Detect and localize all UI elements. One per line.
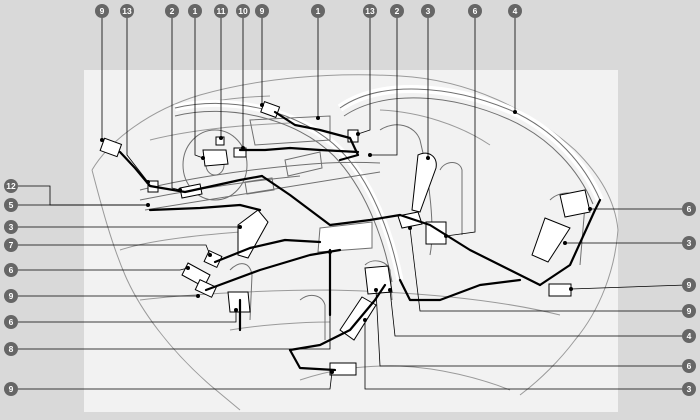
callout-top-4: 4 xyxy=(508,4,522,18)
callout-top-2-left: 2 xyxy=(165,4,179,18)
svg-text:13: 13 xyxy=(122,6,132,16)
svg-text:4: 4 xyxy=(687,331,692,341)
connection-dots xyxy=(100,103,592,374)
callout-top-2-right: 2 xyxy=(390,4,404,18)
callout-right-3-bottom: 3 xyxy=(682,382,696,396)
callout-top-13-right: 13 xyxy=(363,4,377,18)
callout-right-6-lower: 6 xyxy=(682,359,696,373)
svg-text:10: 10 xyxy=(238,6,248,16)
callout-top-1-mid: 1 xyxy=(311,4,325,18)
svg-text:11: 11 xyxy=(217,6,226,16)
front-impact-sensor-left xyxy=(99,137,123,158)
side-airbag-rear xyxy=(531,217,571,263)
svg-text:9: 9 xyxy=(9,291,14,301)
svg-text:9: 9 xyxy=(687,306,692,316)
side-impact-sensor-left xyxy=(194,279,217,298)
svg-text:9: 9 xyxy=(260,6,265,16)
callout-left-6-upper: 6 xyxy=(4,263,18,277)
svg-text:8: 8 xyxy=(9,344,14,354)
svg-text:3: 3 xyxy=(687,384,692,394)
callout-top-6: 6 xyxy=(468,4,482,18)
pretensioner-right xyxy=(425,221,447,245)
svg-text:4: 4 xyxy=(513,6,518,16)
callout-top-11: 11 xyxy=(214,4,228,18)
side-airbag-front xyxy=(237,209,269,259)
pretensioner-rear-center xyxy=(364,265,393,295)
callout-left-12: 12 xyxy=(4,179,18,193)
svg-text:3: 3 xyxy=(9,222,14,232)
callout-right-9-upper: 9 xyxy=(682,278,696,292)
svg-text:1: 1 xyxy=(193,6,198,16)
callout-top-9-mid: 9 xyxy=(255,4,269,18)
callout-left-9-bottom: 9 xyxy=(4,382,18,396)
side-curtain-rail xyxy=(337,85,604,205)
steering-airbag xyxy=(202,149,229,167)
callout-left-9: 9 xyxy=(4,289,18,303)
svg-text:9: 9 xyxy=(9,384,14,394)
callout-right-9-lower: 9 xyxy=(682,304,696,318)
svg-text:3: 3 xyxy=(426,6,431,16)
svg-text:6: 6 xyxy=(9,265,14,275)
cable-reel xyxy=(233,147,247,158)
callout-left-5: 5 xyxy=(4,198,18,212)
svg-text:12: 12 xyxy=(6,181,16,191)
svg-text:6: 6 xyxy=(473,6,478,16)
callout-top-9-left: 9 xyxy=(95,4,109,18)
occupant-sensor xyxy=(347,129,359,143)
callout-top-1-left: 1 xyxy=(188,4,202,18)
svg-text:13: 13 xyxy=(365,6,375,16)
callout-top-13-left: 13 xyxy=(120,4,134,18)
svg-text:9: 9 xyxy=(100,6,105,16)
side-airbag-rear-left xyxy=(339,296,377,341)
svg-text:2: 2 xyxy=(170,6,175,16)
windshield-pillar xyxy=(174,99,404,283)
callout-badges: 9 13 2 1 11 10 9 1 13 2 3 6 4 12 5 3 7 6… xyxy=(4,4,696,396)
rear-pretensioner-upper xyxy=(559,189,591,218)
svg-text:6: 6 xyxy=(687,204,692,214)
svg-text:6: 6 xyxy=(687,361,692,371)
callout-top-10: 10 xyxy=(236,4,250,18)
svg-text:1: 1 xyxy=(316,6,321,16)
side-impact-sensor-rear xyxy=(548,283,572,297)
svg-text:3: 3 xyxy=(687,238,692,248)
svg-text:7: 7 xyxy=(9,240,14,250)
callout-right-3-upper: 3 xyxy=(682,236,696,250)
svg-text:2: 2 xyxy=(395,6,400,16)
leader-lines xyxy=(18,18,687,390)
callout-left-8: 8 xyxy=(4,342,18,356)
callout-left-7: 7 xyxy=(4,238,18,252)
dashboard xyxy=(139,115,381,253)
callout-left-6-lower: 6 xyxy=(4,315,18,329)
callout-right-4: 4 xyxy=(682,329,696,343)
svg-text:6: 6 xyxy=(9,317,14,327)
svg-text:9: 9 xyxy=(687,280,692,290)
callout-right-6-upper: 6 xyxy=(682,202,696,216)
callout-top-3: 3 xyxy=(421,4,435,18)
callout-left-3: 3 xyxy=(4,220,18,234)
side-airbag-passenger xyxy=(411,152,437,213)
svg-text:5: 5 xyxy=(9,200,14,210)
